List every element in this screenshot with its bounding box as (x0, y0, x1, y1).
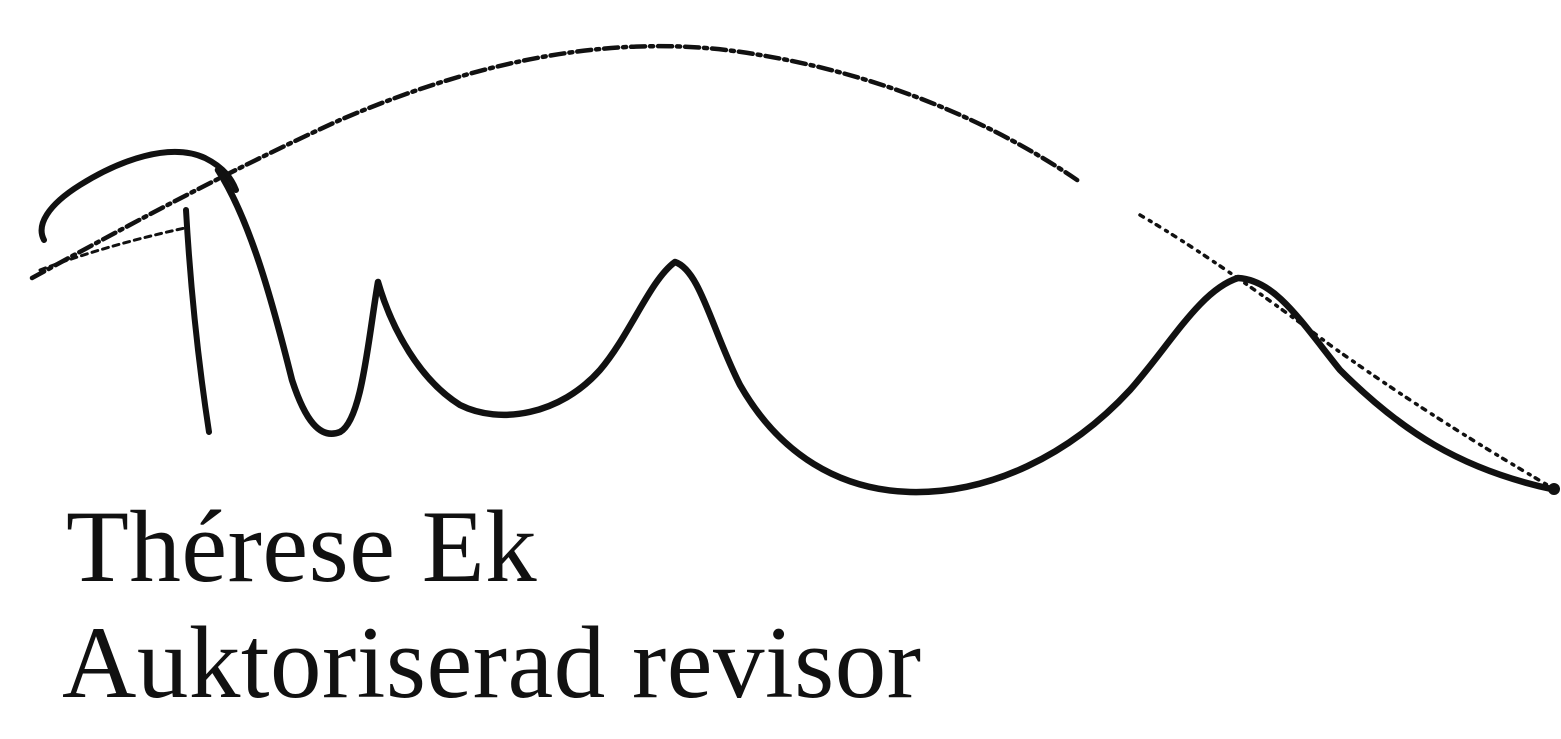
signature-end-dot (1548, 483, 1560, 495)
signature-wave (214, 166, 1560, 496)
signature-lead-stroke (38, 226, 187, 272)
signature-hook (38, 148, 239, 243)
signature-stem (183, 207, 212, 435)
signer-name: Thérese Ek (66, 490, 538, 604)
signature-arch-stroke (29, 43, 1083, 281)
handwritten-signature (29, 43, 1560, 496)
signature-arch-tail (1138, 213, 1558, 492)
signer-title: Auktoriserad revisor (62, 606, 922, 720)
